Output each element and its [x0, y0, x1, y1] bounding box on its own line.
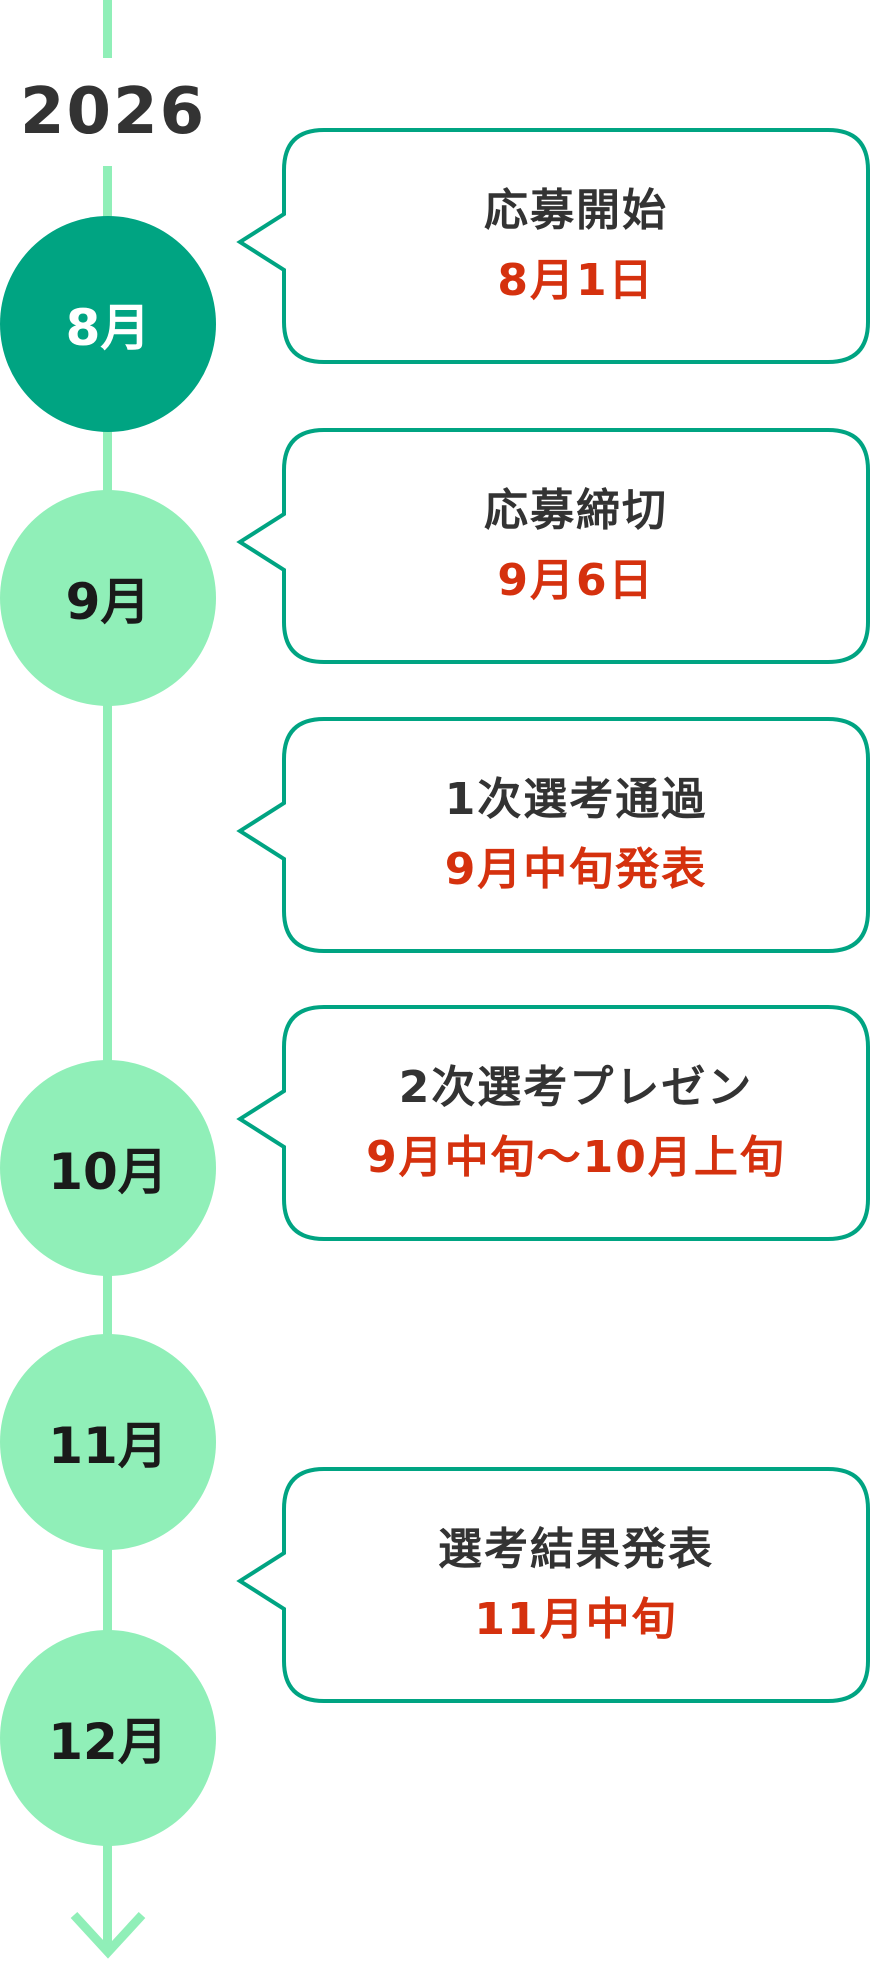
- month-circle-nov: 11月: [0, 1334, 216, 1550]
- event-title: 2次選考プレゼン: [398, 1062, 754, 1113]
- event-bubble-application-start: 応募開始 8月1日: [236, 126, 872, 366]
- month-circle-aug: 8月: [0, 216, 216, 432]
- event-title: 応募開始: [484, 185, 668, 236]
- event-date: 9月6日: [497, 555, 655, 606]
- event-date: 11月中旬: [474, 1594, 678, 1645]
- timeline-arrow-icon: [70, 1911, 146, 1959]
- event-date: 8月1日: [497, 255, 655, 306]
- month-label: 10月: [48, 1143, 168, 1201]
- month-label: 9月: [65, 573, 151, 631]
- event-date: 9月中旬発表: [444, 844, 708, 895]
- month-label: 11月: [48, 1417, 168, 1475]
- year-label: 2026: [20, 75, 207, 149]
- speech-bubble-shape: [236, 428, 870, 664]
- month-circle-dec: 12月: [0, 1630, 216, 1846]
- event-bubble-first-screening: 1次選考通過 9月中旬発表: [236, 715, 872, 955]
- event-date: 9月中旬〜10月上旬: [366, 1132, 786, 1183]
- speech-bubble-shape: [236, 717, 870, 953]
- event-bubble-second-screening: 2次選考プレゼン 9月中旬〜10月上旬: [236, 1003, 872, 1243]
- month-circle-sep: 9月: [0, 490, 216, 706]
- event-bubble-results: 選考結果発表 11月中旬: [236, 1465, 872, 1705]
- month-circle-oct: 10月: [0, 1060, 216, 1276]
- speech-bubble-shape: [236, 1005, 870, 1241]
- speech-bubble-shape: [236, 1467, 870, 1703]
- event-title: 応募締切: [484, 485, 668, 536]
- event-bubble-application-deadline: 応募締切 9月6日: [236, 426, 872, 666]
- month-label: 8月: [65, 299, 151, 357]
- event-title: 1次選考通過: [444, 774, 708, 825]
- event-title: 選考結果発表: [438, 1524, 714, 1575]
- timeline-line: [103, 166, 112, 1951]
- month-label: 12月: [48, 1713, 168, 1771]
- speech-bubble-shape: [236, 128, 870, 364]
- timeline-line-top: [103, 0, 112, 58]
